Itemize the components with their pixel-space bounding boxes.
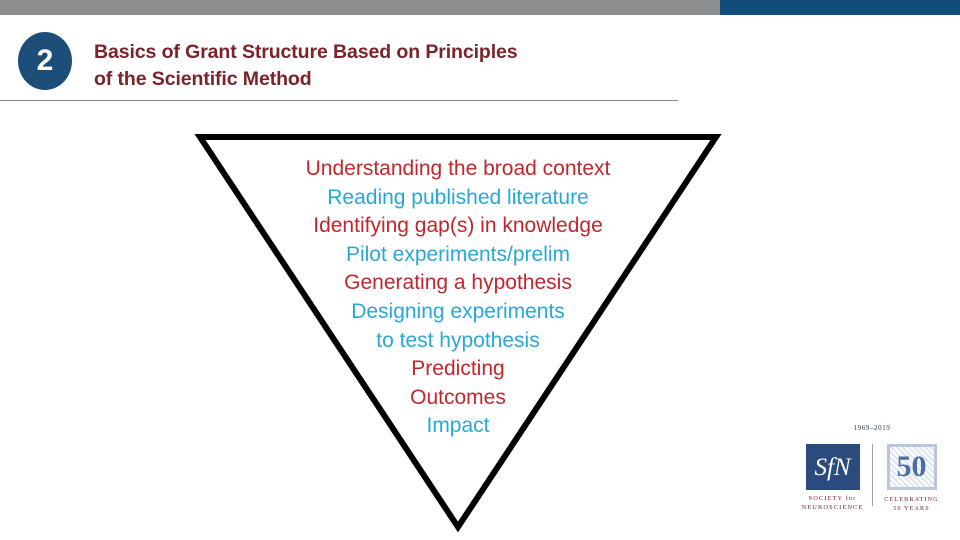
logo-row: SfN SOCIETY for NEUROSCIENCE 50 CELEBRAT… (796, 444, 948, 524)
fiftieth-anniversary-logo: 50 CELEBRATING 50 YEARS (880, 444, 944, 513)
triangle-text-block: Understanding the broad context Reading … (200, 155, 716, 441)
page-title-line-1: Basics of Grant Structure Based on Princ… (94, 41, 518, 63)
sfn-monogram-icon: SfN (805, 444, 860, 490)
fiftieth-wordmark-line-1: CELEBRATING (884, 496, 939, 503)
sfn-wordmark-line-2: NEUROSCIENCE (801, 504, 864, 511)
logo-divider (871, 444, 873, 506)
top-bar-blue-segment (720, 0, 960, 15)
slide-number-badge: 2 (18, 32, 72, 90)
top-bar-gray-segment (0, 0, 720, 15)
slide-header: 2 Basics of Grant Structure Based on Pri… (0, 15, 960, 101)
triangle-line-9: Outcomes (410, 385, 506, 409)
sfn-logo-lockup: 1969–2019 SfN SOCIETY for NEUROSCIENCE 5… (796, 424, 948, 524)
triangle-line-1: Understanding the broad context (305, 157, 611, 180)
header-divider (0, 100, 678, 101)
triangle-line-8: Predicting (411, 357, 505, 381)
triangle-line-10: Impact (426, 414, 490, 438)
fiftieth-wordmark: CELEBRATING 50 YEARS (884, 495, 938, 513)
triangle-line-4: Pilot experiments/prelim (345, 242, 571, 266)
triangle-line-6: Designing experiments (351, 299, 565, 323)
top-decorative-bar (0, 0, 960, 15)
page-title: Basics of Grant Structure Based on Princ… (94, 39, 694, 93)
triangle-line-3: Identifying gap(s) in knowledge (313, 214, 603, 238)
sfn-wordmark-line-1: SOCIETY for (808, 495, 857, 502)
sfn-logo: SfN SOCIETY for NEUROSCIENCE (801, 444, 865, 512)
sfn-wordmark: SOCIETY for NEUROSCIENCE (802, 494, 864, 512)
triangle-line-5: Generating a hypothesis (344, 271, 572, 295)
fiftieth-wordmark-line-2: 50 YEARS (893, 505, 930, 512)
page-title-line-2: of the Scientific Method (94, 68, 312, 90)
anniversary-years-label: 1969–2019 (853, 424, 891, 432)
fifty-numeral-icon: 50 (886, 444, 937, 490)
triangle-line-7: to test hypothesis (376, 328, 540, 352)
triangle-line-2: Reading published literature (327, 185, 589, 209)
